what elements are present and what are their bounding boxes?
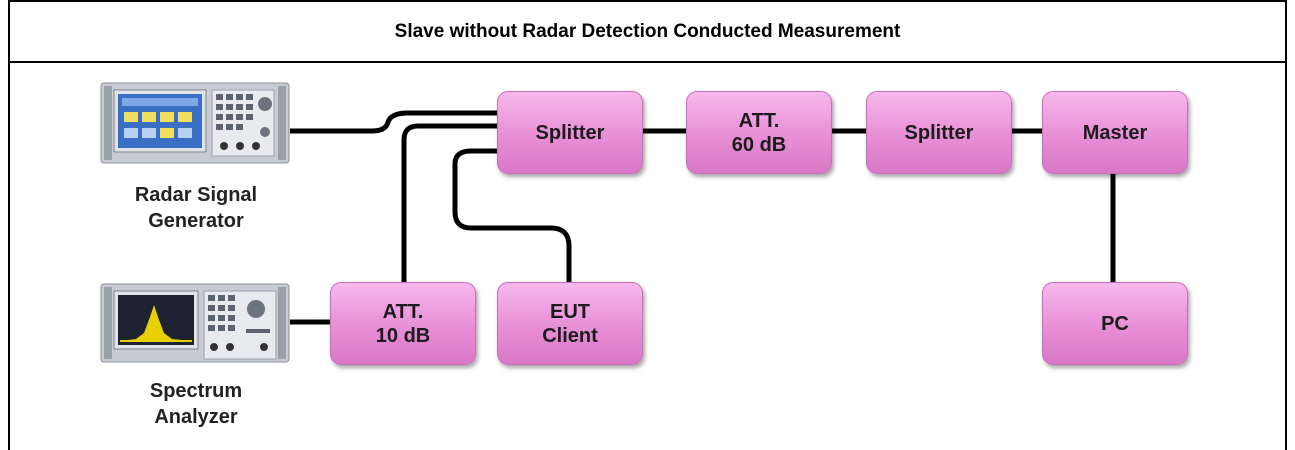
- signal-generator-image: [100, 82, 290, 164]
- wire-generator-splitter: [290, 110, 497, 134]
- analyzer-label: Spectrum Analyzer: [149, 380, 243, 428]
- wire-att10-splitter: [401, 123, 497, 282]
- frame-right-border: [1285, 0, 1287, 450]
- pc-box: PC: [1042, 282, 1188, 365]
- master-box: Master: [1042, 91, 1188, 174]
- generator-label: Radar Signal Generator: [134, 184, 258, 232]
- frame-top-border: [8, 0, 1287, 2]
- diagram-title: Slave without Radar Detection Conducted …: [394, 20, 901, 42]
- frame-left-border: [8, 0, 10, 450]
- wire-eut-splitter: [452, 148, 572, 282]
- title-separator: [8, 61, 1287, 63]
- splitter-box-1: Splitter: [497, 91, 643, 174]
- eut-client-box: EUT Client: [497, 282, 643, 365]
- att-10db-box: ATT. 10 dB: [330, 282, 476, 365]
- spectrum-analyzer-image: [100, 283, 290, 363]
- att-60db-box: ATT. 60 dB: [686, 91, 832, 174]
- splitter-box-2: Splitter: [866, 91, 1012, 174]
